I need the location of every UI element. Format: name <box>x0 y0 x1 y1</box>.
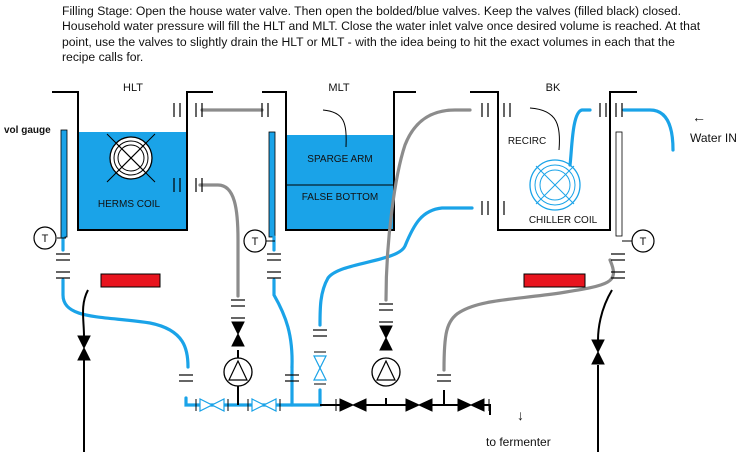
valve-icon <box>379 325 393 340</box>
valve-icon <box>251 398 266 412</box>
valve-icon <box>199 398 214 412</box>
svg-text:T: T <box>640 236 647 248</box>
bk-label: BK <box>546 82 561 94</box>
chiller-coil-icon <box>529 159 581 211</box>
drain-pipes <box>198 108 616 372</box>
valve-icon <box>457 398 473 412</box>
chiller-coil-label: CHILLER COIL <box>529 215 598 226</box>
water-in-label: Water IN <box>690 131 737 145</box>
svg-text:T: T <box>252 236 259 248</box>
mlt-water <box>286 135 394 229</box>
black-pipes <box>82 289 613 452</box>
svg-text:T: T <box>42 233 49 245</box>
valve-icon <box>591 339 605 354</box>
mlt-vessel: MLT SPARGE ARM FALSE BOTTOM <box>262 82 416 231</box>
valve-stems <box>195 351 490 411</box>
bk-thermometer-icon <box>631 229 655 253</box>
hlt-vol-gauge <box>60 129 68 238</box>
hlt-pump-icon <box>223 357 253 387</box>
valve-icon <box>405 398 421 412</box>
bk-heater-element <box>523 273 586 288</box>
mlt-thermometer-icon <box>243 229 267 253</box>
false-bottom-label: FALSE BOTTOM <box>302 192 379 203</box>
bk-vessel: BK RECIRC CHILLER COIL <box>470 82 637 231</box>
herms-coil-label: HERMS COIL <box>98 199 161 210</box>
thermometers: T T T <box>33 226 655 253</box>
hlt-thermometer-icon <box>33 226 57 250</box>
hlt-label: HLT <box>123 82 143 94</box>
bk-vol-gauge <box>615 131 623 237</box>
fittings <box>56 103 625 382</box>
vol-gauge-label: vol gauge <box>4 125 51 136</box>
valve-icon <box>339 398 355 412</box>
to-fermenter-label: to fermenter <box>486 435 551 449</box>
valve-icon <box>77 335 91 350</box>
recirc-label: RECIRC <box>508 136 546 147</box>
mlt-vol-gauge <box>268 131 276 238</box>
sparge-arm-label: SPARGE ARM <box>307 154 372 165</box>
water-in-arrow-icon: ← <box>692 109 706 125</box>
open-valves <box>199 355 327 412</box>
caption-text: Filling Stage: Open the house water valv… <box>62 4 701 65</box>
valve-icon <box>313 355 327 370</box>
hlt-heater-element <box>100 273 161 288</box>
bk-pump-icon <box>371 357 401 387</box>
mlt-label: MLT <box>328 82 349 94</box>
herms-coil-icon <box>106 133 156 183</box>
fermenter-arrow-icon: ↓ <box>517 407 524 423</box>
closed-valves <box>77 321 605 412</box>
valve-icon <box>231 321 245 336</box>
hlt-vessel: HLT HERMS COIL <box>52 82 213 231</box>
